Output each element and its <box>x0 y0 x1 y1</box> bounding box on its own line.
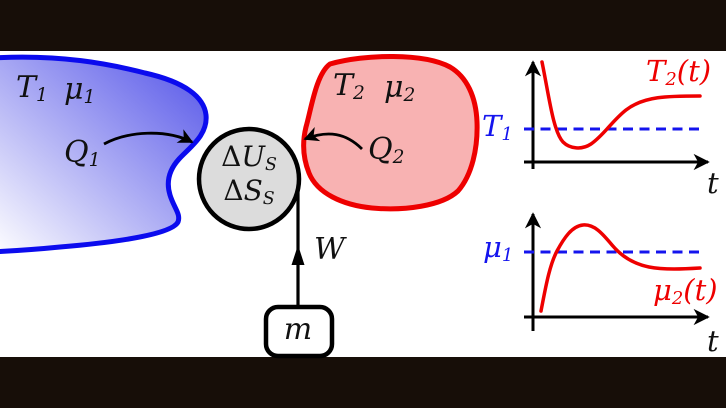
t1-reference-label: T1 <box>482 109 513 145</box>
bottom-black-bar <box>0 357 726 408</box>
heat2-label: Q2 <box>368 132 405 169</box>
work-arrowhead-up <box>291 245 305 265</box>
reservoir2-potential-label: μ2 <box>384 70 416 107</box>
mass-box <box>263 304 335 359</box>
mu-graph-time-axis-label: t <box>707 324 719 358</box>
mu2-curve-label: μ2(t) <box>653 273 718 309</box>
system-energy-label: ΔUS <box>221 140 277 175</box>
potential-graph <box>524 212 710 331</box>
mass-label: m <box>283 312 313 347</box>
heat1-arrow <box>103 129 194 146</box>
t-graph-time-axis-label: t <box>707 166 719 200</box>
reservoir1-blob <box>0 54 209 255</box>
temperature-graph <box>524 60 710 171</box>
heat2-arrow <box>303 127 363 150</box>
work-label: W <box>314 232 345 267</box>
t2-curve-label: T2(t) <box>646 54 712 90</box>
heat1-label: Q1 <box>64 135 101 172</box>
reservoir2-temperature-label: T2 <box>333 68 365 105</box>
system-entropy-label: ΔSS <box>223 174 275 209</box>
t2-curve <box>540 60 702 150</box>
system-circle <box>196 126 302 232</box>
mu2-curve <box>539 223 702 313</box>
reservoir1-potential-label: μ1 <box>64 72 96 109</box>
reservoir1-temperature-label: T1 <box>16 70 48 107</box>
top-black-bar <box>0 0 726 51</box>
mu1-reference-label: μ1 <box>483 230 514 266</box>
